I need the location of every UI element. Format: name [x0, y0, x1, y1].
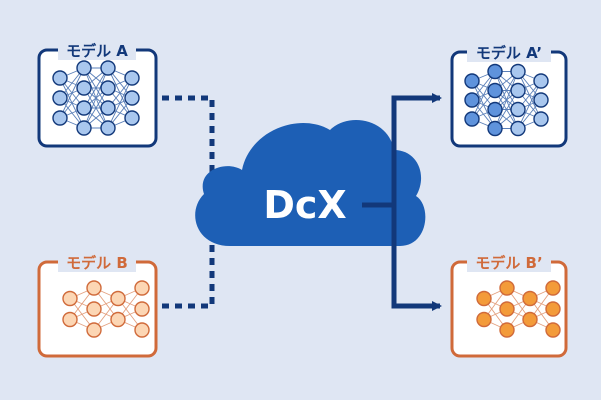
- network-node: [100, 100, 116, 116]
- model-b-prime-card: モデル B’: [450, 252, 568, 358]
- model-b-prime-label: モデル B’: [475, 254, 542, 272]
- network-node: [545, 322, 561, 338]
- network-node: [100, 80, 116, 96]
- neural-network-icon: [52, 60, 140, 136]
- network-edge: [83, 67, 109, 129]
- network-node: [52, 90, 68, 106]
- network-node: [76, 80, 92, 96]
- network-node: [76, 100, 92, 116]
- model-b-card: モデル B: [37, 252, 158, 358]
- network-node: [100, 120, 116, 136]
- network-node: [499, 322, 515, 338]
- network-node: [110, 311, 126, 328]
- network-node: [124, 110, 140, 126]
- network-node: [464, 92, 480, 108]
- network-node: [76, 120, 92, 136]
- network-node: [100, 60, 116, 76]
- network-edge: [83, 67, 109, 109]
- network-node: [76, 60, 92, 76]
- network-node: [476, 290, 492, 307]
- network-node: [86, 322, 102, 338]
- neural-network-icon: [476, 280, 561, 338]
- neural-network-icon: [464, 63, 549, 137]
- cloud-icon: DcX: [195, 119, 426, 246]
- model-a-prime-label: モデル A’: [476, 44, 542, 62]
- network-node: [134, 280, 150, 296]
- network-node: [464, 111, 480, 127]
- output-connectors: [362, 93, 442, 311]
- network-node: [487, 63, 503, 80]
- network-node: [86, 301, 102, 317]
- network-node: [545, 280, 561, 296]
- network-node: [487, 82, 503, 99]
- network-node: [533, 92, 549, 108]
- network-node: [522, 290, 538, 307]
- network-node: [533, 73, 549, 89]
- network-node: [510, 120, 526, 137]
- cloud-label: DcX: [263, 183, 346, 227]
- network-node: [499, 301, 515, 317]
- model-a-card: モデル A: [37, 40, 158, 148]
- model-b-label: モデル B: [66, 254, 128, 272]
- network-node: [62, 311, 78, 328]
- network-edge: [471, 71, 496, 120]
- network-node: [522, 311, 538, 328]
- network-node: [124, 90, 140, 106]
- arrow-right-icon: [391, 205, 442, 311]
- network-node: [533, 111, 549, 127]
- network-edge: [59, 67, 85, 119]
- network-edge: [494, 71, 519, 129]
- network-node: [52, 110, 68, 126]
- network-node: [545, 301, 561, 317]
- network-node: [487, 120, 503, 137]
- network-node: [52, 70, 68, 86]
- model-a-label: モデル A: [66, 42, 128, 60]
- network-node: [110, 290, 126, 307]
- network-node: [124, 70, 140, 86]
- network-node: [510, 82, 526, 99]
- network-node: [464, 73, 480, 89]
- network-node: [510, 101, 526, 118]
- network-node: [476, 311, 492, 328]
- network-node: [134, 301, 150, 317]
- network-edge: [83, 87, 109, 129]
- network-node: [62, 290, 78, 307]
- network-edge: [107, 77, 133, 129]
- neural-network-icon: [62, 280, 150, 338]
- network-node: [499, 280, 515, 296]
- arrow-right-icon: [391, 93, 442, 205]
- network-node: [510, 63, 526, 80]
- network-node: [134, 322, 150, 338]
- model-a-prime-card: モデル A’: [450, 42, 568, 148]
- network-edge: [517, 80, 542, 129]
- network-node: [487, 101, 503, 118]
- network-node: [86, 280, 102, 296]
